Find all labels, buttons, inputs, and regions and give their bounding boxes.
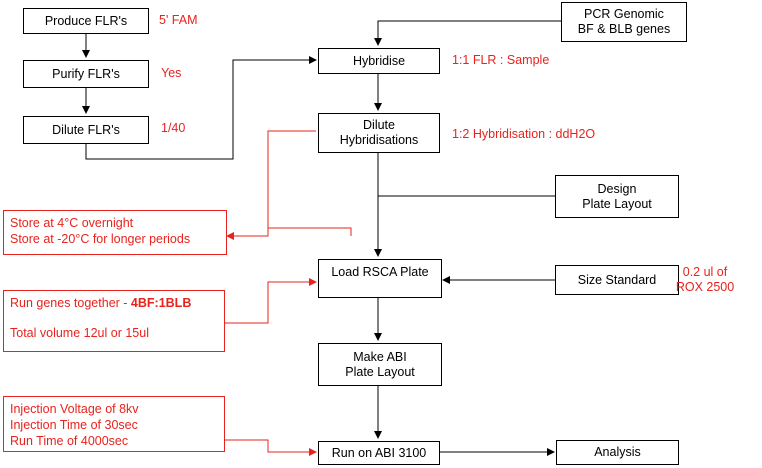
rox-line1: 0.2 ul of [682, 265, 728, 279]
load-rsca-plate-box: Load RSCA Plate [318, 259, 442, 298]
total-volume-line: Total volume 12ul or 15ul [10, 326, 149, 340]
ratio-hyb-note: 1:2 Hybridisation : ddH2O [452, 127, 596, 141]
run-on-abi-box: Run on ABI 3100 [318, 441, 440, 465]
storage-conditions-box: Store at 4°C overnight Store at -20°C fo… [3, 210, 227, 255]
arrow-pcr-to-hybridise [374, 20, 561, 46]
store-line2: Store at -20°C for longer periods [10, 232, 191, 246]
dilute-hyb-line2: Hybridisations [339, 133, 419, 147]
dilute-flr-box: Dilute FLR's [23, 116, 149, 144]
arrow-dilute-to-hybridise [85, 56, 317, 160]
ratio-flr-note: 1:1 FLR : Sample [452, 53, 550, 67]
injection-line2: Injection Time of 30sec [10, 418, 138, 432]
injection-line1: Injection Voltage of 8kv [10, 402, 139, 416]
rox-note: 0.2 ul of ROX 2500 [676, 265, 734, 295]
hybridise-box: Hybridise [318, 48, 440, 74]
dilute-flr-label: Dilute FLR's [52, 122, 120, 137]
run-genes-box: Run genes together - 4BF:1BLB Total volu… [3, 290, 225, 352]
fam-note: 5' FAM [159, 13, 198, 27]
make-abi-plate-layout-box: Make ABI Plate Layout [318, 343, 442, 386]
purify-flr-box: Purify FLR's [23, 60, 149, 88]
dilute-hybridisations-box: Dilute Hybridisations [318, 113, 440, 153]
analysis-box: Analysis [556, 440, 679, 465]
rox-line2: ROX 2500 [675, 280, 735, 294]
run-genes-ratio: 4BF:1BLB [130, 296, 192, 310]
purify-flr-label: Purify FLR's [52, 66, 120, 81]
red-link-injection-to-run [225, 439, 317, 456]
analysis-label: Analysis [594, 445, 641, 459]
produce-flr-label: Produce FLR's [44, 13, 128, 28]
pcr-genomic-line2: BF & BLB genes [577, 22, 671, 36]
red-link-store-to-load [268, 227, 352, 236]
design-line1: Design [597, 181, 637, 196]
red-link-run-genes-to-load [225, 278, 317, 324]
run-genes-line: Run genes together - 4BF:1BLB [10, 295, 218, 311]
pcr-genomic-line1: PCR Genomic [584, 7, 664, 21]
red-link-hyb-to-store [226, 130, 316, 240]
dilution-note: 1/40 [161, 121, 186, 135]
size-standard-label: Size Standard [577, 272, 657, 287]
dilute-hyb-line1: Dilute [363, 118, 395, 132]
make-abi-line2: Plate Layout [345, 364, 415, 379]
size-standard-box: Size Standard [555, 265, 679, 295]
produce-flr-box: Produce FLR's [23, 8, 149, 34]
run-genes-prefix: Run genes together - [10, 296, 131, 310]
store-line1: Store at 4°C overnight [10, 216, 134, 230]
injection-settings-box: Injection Voltage of 8kv Injection Time … [3, 396, 225, 452]
load-rsca-label: Load RSCA Plate [331, 265, 429, 279]
injection-line3: Run Time of 4000sec [10, 434, 129, 448]
yes-note: Yes [161, 66, 182, 80]
hybridise-label: Hybridise [352, 53, 406, 68]
design-plate-layout-box: Design Plate Layout [555, 175, 679, 218]
design-line2: Plate Layout [582, 196, 652, 211]
run-on-abi-label: Run on ABI 3100 [331, 445, 427, 460]
spacer [10, 311, 218, 325]
pcr-genomic-box: PCR Genomic BF & BLB genes [561, 2, 687, 42]
make-abi-line1: Make ABI [353, 349, 407, 364]
